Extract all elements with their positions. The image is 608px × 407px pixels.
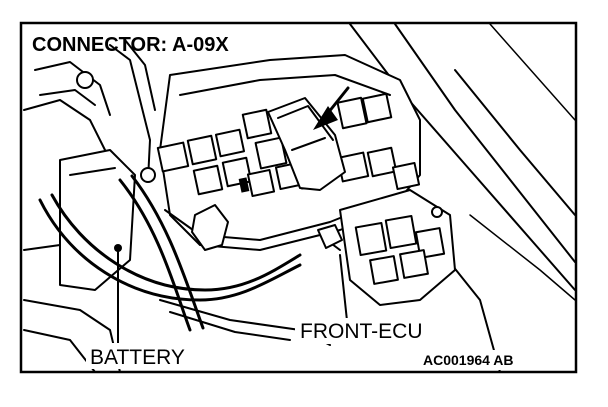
battery-label: BATTERY: [90, 346, 185, 369]
body-panel-lines: [349, 23, 576, 373]
title-background: [24, 26, 286, 58]
battery-label-bg: [86, 343, 202, 369]
front-ecu-block: [319, 189, 456, 306]
front-ecu-label: FRONT-ECU: [300, 320, 423, 343]
leader-lines: [117, 249, 349, 346]
target-connector-a09x: [267, 97, 346, 191]
figure-code-bg: [420, 350, 552, 370]
figure-code: AC001964 AB: [423, 352, 514, 368]
front-ecu-label-bg: [295, 318, 445, 344]
connector-title: CONNECTOR: A-09X: [32, 34, 229, 56]
connector-clip: [191, 204, 343, 251]
pointer-arrow: [313, 86, 350, 130]
